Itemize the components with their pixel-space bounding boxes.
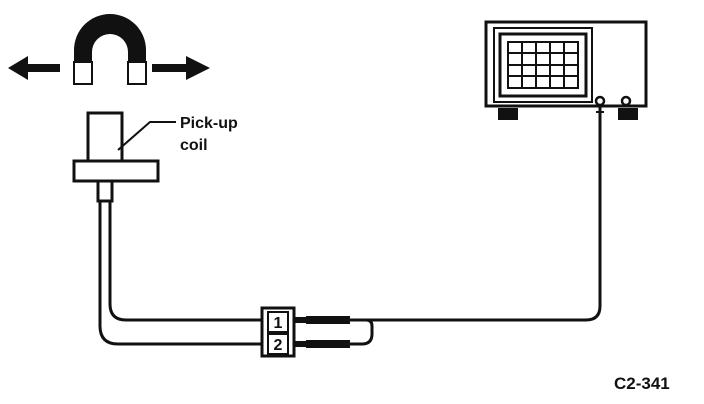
oscilloscope-grid bbox=[508, 42, 578, 88]
pickup-coil bbox=[72, 111, 176, 203]
ground-jack-icon bbox=[620, 95, 632, 107]
figure-reference: C2-341 bbox=[614, 374, 670, 393]
right-arrow-icon bbox=[152, 56, 210, 80]
connector: 1 2 bbox=[260, 306, 296, 358]
connector-terminal-1: 1 bbox=[274, 315, 283, 332]
probe-jack-icon bbox=[594, 95, 606, 107]
test-leads bbox=[294, 105, 604, 348]
pickup-coil-label-line1: Pick-up bbox=[180, 115, 238, 132]
left-arrow-icon bbox=[8, 56, 60, 80]
coil-harness bbox=[98, 201, 266, 346]
oscilloscope bbox=[484, 20, 648, 120]
horseshoe-magnet bbox=[73, 14, 147, 85]
connector-terminal-2: 2 bbox=[274, 337, 283, 354]
pickup-coil-label-line2: coil bbox=[180, 137, 208, 154]
